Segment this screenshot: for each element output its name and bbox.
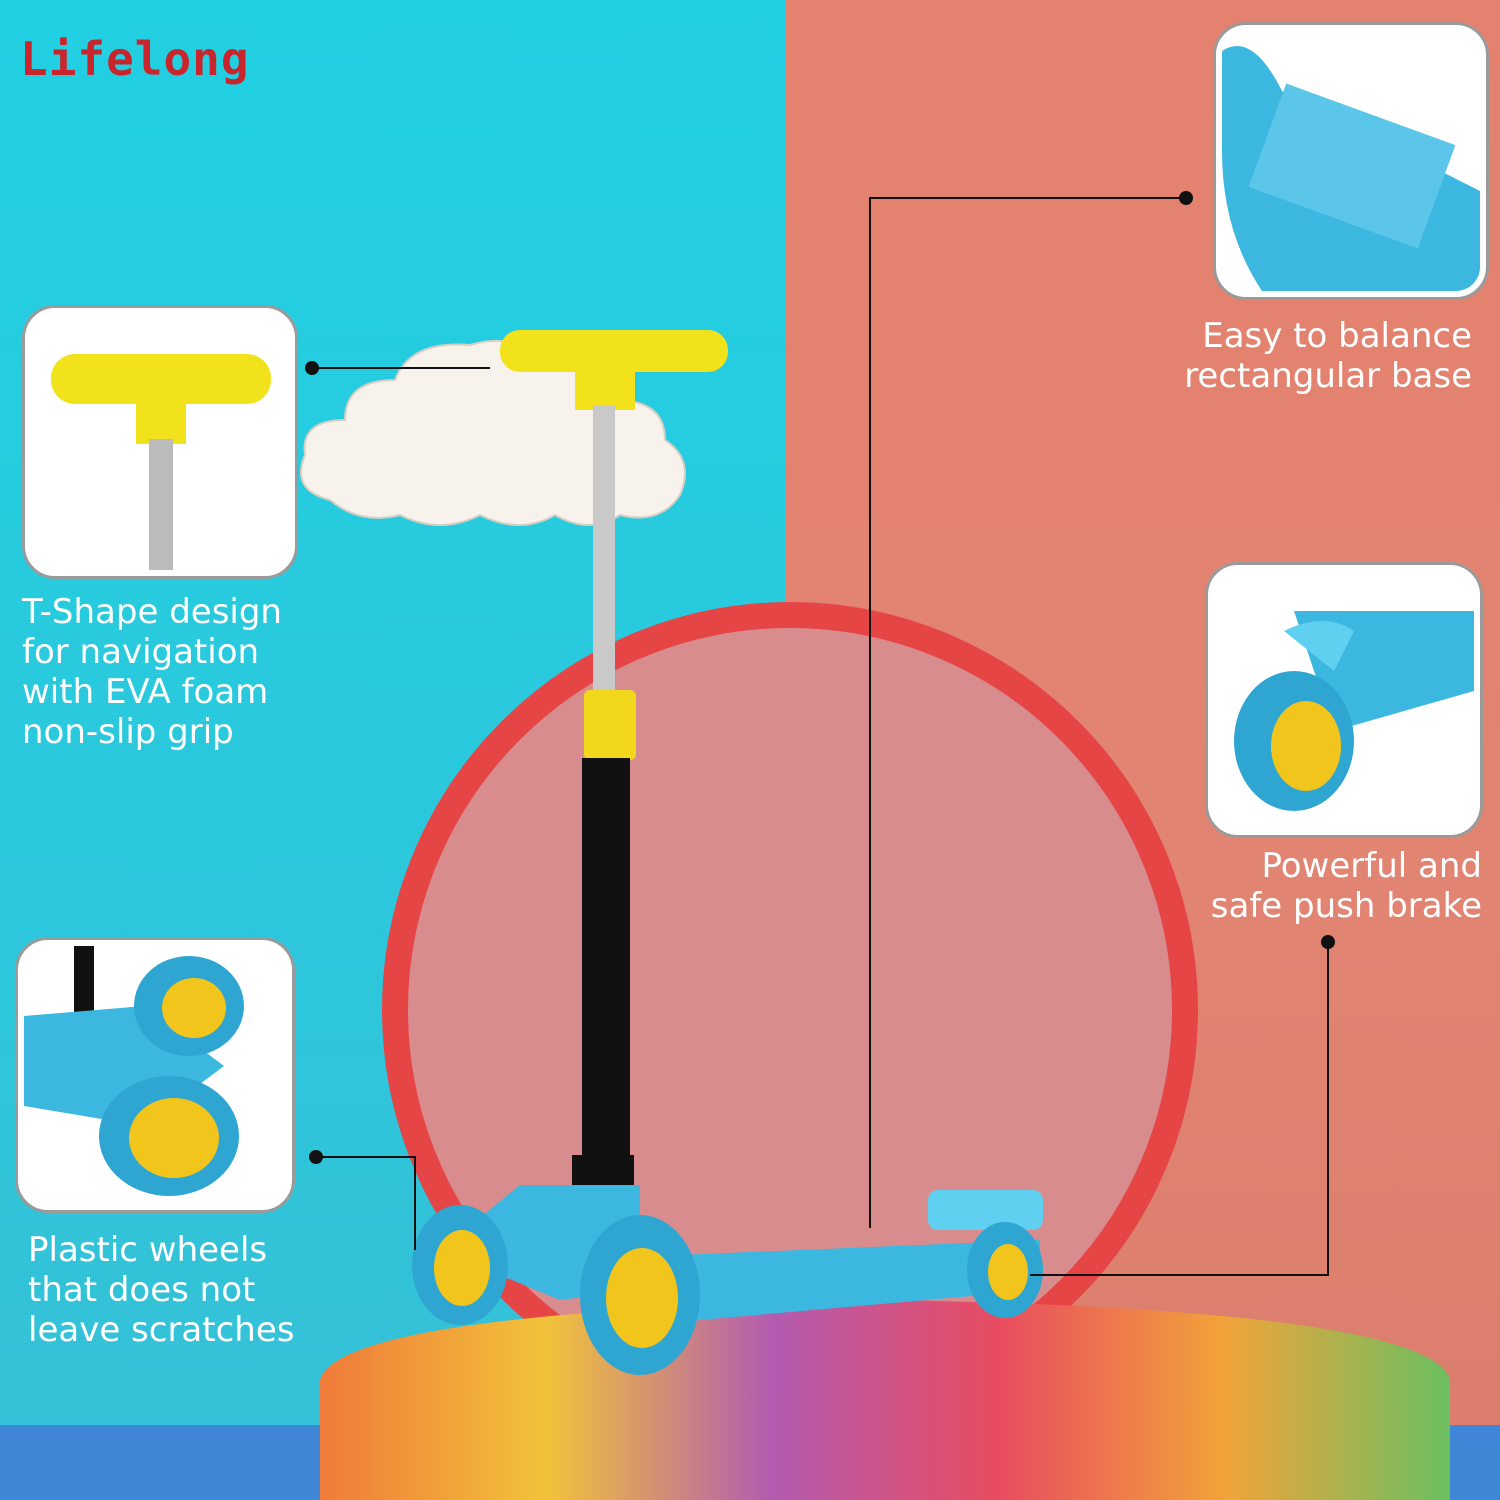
black-tube [582, 758, 630, 1158]
height-adjust-collar [584, 690, 636, 760]
feature-caption-wheels: Plastic wheels that does not leave scrat… [28, 1230, 294, 1350]
caption-line: T-Shape design [22, 592, 282, 632]
connector-dot [309, 1150, 323, 1164]
connector-dot [1179, 191, 1193, 205]
caption-line: Plastic wheels [28, 1230, 268, 1270]
brake [928, 1190, 1043, 1230]
feature-caption-handle: T-Shape design for navigation with EVA f… [22, 592, 282, 752]
handle-closeup [25, 308, 295, 576]
caption-line: safe push brake [1210, 886, 1482, 926]
caption-line: with EVA foam [22, 672, 269, 712]
connector-line-base [869, 197, 1186, 1228]
caption-line: that does not [28, 1270, 256, 1310]
base-closeup [1216, 25, 1486, 297]
rainbow-pedestal [320, 1300, 1450, 1500]
feature-caption-brake: Powerful and safe push brake [1211, 846, 1482, 926]
t-handle-grip [500, 330, 728, 372]
caption-line: Easy to balance [1202, 316, 1472, 356]
caption-line: for navigation [22, 632, 260, 672]
connector-dot [1321, 935, 1335, 949]
caption-line: leave scratches [28, 1310, 295, 1350]
caption-line: Powerful and [1261, 846, 1482, 886]
feature-caption-base: Easy to balance rectangular base [1184, 316, 1472, 396]
connector-line-brake [1030, 942, 1329, 1276]
aluminium-stem [593, 405, 615, 695]
caption-line: non-slip grip [22, 712, 234, 752]
caption-line: rectangular base [1184, 356, 1472, 396]
brake-closeup [1208, 565, 1480, 835]
brand-logo: Lifelong [20, 32, 250, 86]
wheels-closeup [18, 940, 292, 1210]
connector-line-wheels [316, 1156, 416, 1250]
connector-dot [305, 361, 319, 375]
